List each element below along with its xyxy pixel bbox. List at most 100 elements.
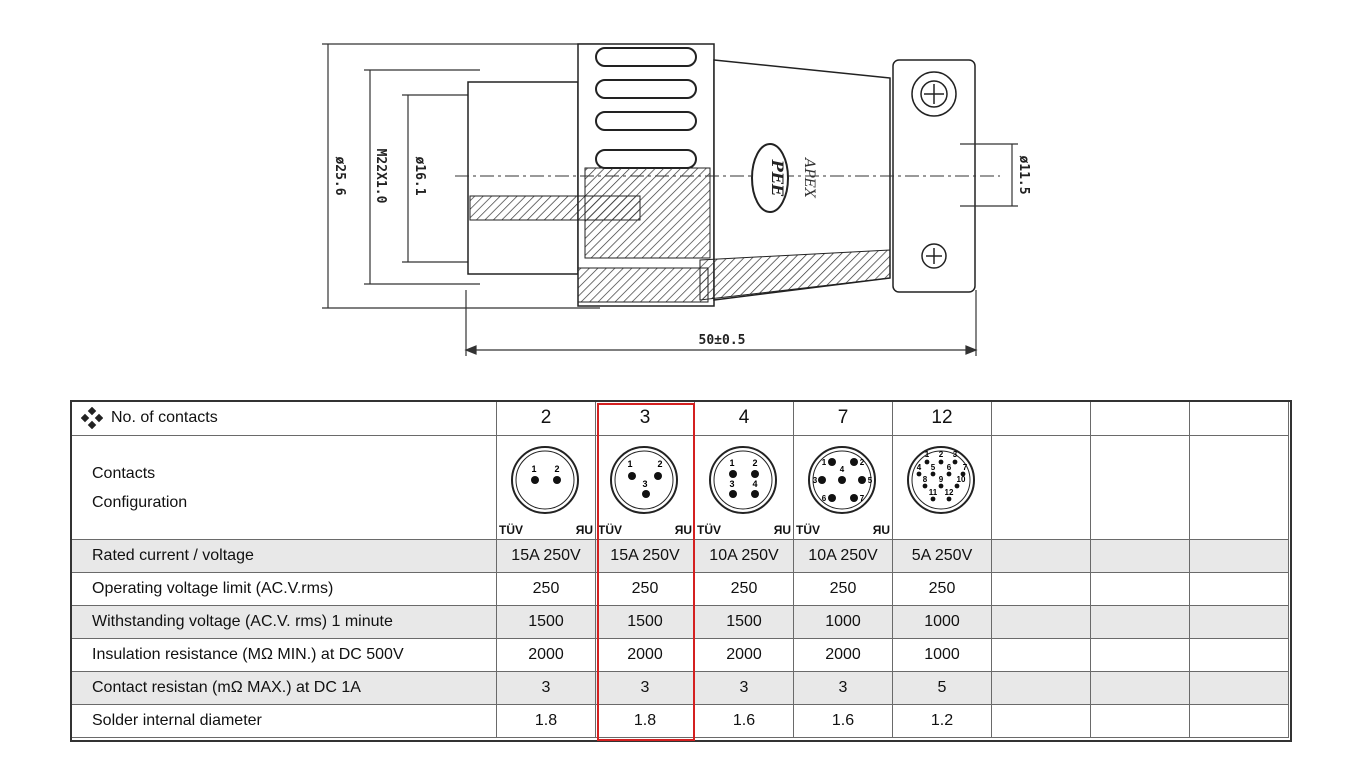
table-row: Withstanding voltage (AC.V. rms) 1 minut…: [70, 605, 1289, 639]
table-cell: 2000: [793, 638, 893, 672]
column-header: 4: [694, 400, 794, 436]
svg-text:4: 4: [840, 465, 845, 474]
dim-outer-diameter: ø25.6: [332, 156, 347, 195]
row-label: Withstanding voltage (AC.V. rms) 1 minut…: [70, 605, 497, 639]
hatched-thread-section: [577, 267, 709, 303]
cable-dimension: [960, 143, 1018, 207]
pin-layout-12-diagram: 1 2 3 4 5 6 7 8 9 10 11 12: [907, 446, 975, 514]
table-cell: [991, 605, 1091, 639]
row-label: Operating voltage limit (AC.V.rms): [70, 572, 497, 606]
table-cell: 3: [496, 671, 596, 705]
inner-diameter-dimension: [402, 94, 470, 263]
column-header: 7: [793, 400, 893, 436]
table-cell: 10A 250V: [793, 539, 893, 573]
svg-text:5: 5: [868, 476, 873, 485]
table-cell: 2000: [496, 638, 596, 672]
svg-text:7: 7: [860, 494, 865, 503]
table-cell: [991, 671, 1091, 705]
ul-mark: ЯU: [872, 523, 890, 537]
svg-text:6: 6: [822, 494, 827, 503]
column-header: [1189, 400, 1289, 436]
config-cell-empty: [991, 435, 1091, 540]
contact-pins: [595, 47, 697, 169]
table-cell: 3: [595, 671, 695, 705]
table-cell: 1.8: [496, 704, 596, 738]
table-cell: 10A 250V: [694, 539, 794, 573]
ul-mark: ЯU: [773, 523, 791, 537]
svg-text:11: 11: [929, 488, 938, 497]
svg-text:8: 8: [923, 475, 928, 484]
svg-text:2: 2: [860, 458, 865, 467]
tuv-mark: TÜV: [598, 523, 622, 537]
certification-marks: TÜV ЯU: [794, 523, 892, 537]
row-label: Insulation resistance (MΩ MIN.) at DC 50…: [70, 638, 497, 672]
config-label-line2: Configuration: [92, 493, 188, 511]
table-cell: 1.2: [892, 704, 992, 738]
column-header: 2: [496, 400, 596, 436]
screw-icon: [911, 71, 957, 117]
dim-length: 50±0.5: [699, 333, 746, 348]
table-cell: [1189, 572, 1289, 606]
table-cell: [1090, 704, 1190, 738]
svg-text:6: 6: [947, 463, 952, 472]
pin-layout-4-diagram: 1 2 3 4: [709, 446, 777, 514]
table-cell: [1189, 638, 1289, 672]
svg-text:2: 2: [657, 459, 662, 469]
table-cell: 1.6: [694, 704, 794, 738]
outer-diameter-dimension: [322, 43, 600, 309]
svg-text:9: 9: [939, 475, 944, 484]
svg-text:4: 4: [917, 463, 922, 472]
svg-text:3: 3: [642, 479, 647, 489]
table-cell: [1090, 605, 1190, 639]
column-header: 12: [892, 400, 992, 436]
table-cell: [991, 638, 1091, 672]
config-label-cell: Contacts Configuration: [70, 435, 497, 540]
table-cell: [991, 539, 1091, 573]
svg-text:12: 12: [945, 488, 954, 497]
table-cell: 1000: [793, 605, 893, 639]
dim-inner-diameter: ø16.1: [412, 156, 427, 195]
svg-text:10: 10: [957, 475, 966, 484]
pin-layout-2-diagram: 1 2: [511, 446, 579, 514]
table-cell: [1189, 539, 1289, 573]
table-cell: [1189, 704, 1289, 738]
svg-text:3: 3: [729, 479, 734, 489]
svg-text:2: 2: [939, 450, 944, 459]
svg-text:2: 2: [554, 464, 559, 474]
column-header: 3: [595, 400, 695, 436]
config-cell-empty: [1090, 435, 1190, 540]
svg-text:1: 1: [531, 464, 536, 474]
table-row: Insulation resistance (MΩ MIN.) at DC 50…: [70, 638, 1289, 672]
connector-technical-drawing: ø25.6 M22X1.0 ø16.1 PEE APEX: [322, 43, 1031, 356]
table-cell: 1500: [496, 605, 596, 639]
table-cell: 15A 250V: [595, 539, 695, 573]
table-cell: [991, 572, 1091, 606]
table-cell: 5: [892, 671, 992, 705]
brand-text: APEX: [801, 156, 817, 199]
table-cell: [991, 704, 1091, 738]
brand-logo: PEE: [751, 143, 789, 213]
column-header: [991, 400, 1091, 436]
table-cell: [1189, 671, 1289, 705]
tuv-mark: TÜV: [796, 523, 820, 537]
table-cell: 1000: [892, 605, 992, 639]
table-cell: 5A 250V: [892, 539, 992, 573]
svg-text:7: 7: [963, 463, 968, 472]
table-cell: 250: [496, 572, 596, 606]
hatched-insert-section: [584, 167, 711, 259]
ul-mark: ЯU: [674, 523, 692, 537]
pin-layout-7-diagram: 1 2 3 4 5 6 7: [808, 446, 876, 514]
table-cell: 1.6: [793, 704, 893, 738]
table-cell: 2000: [694, 638, 794, 672]
table-cell: 250: [595, 572, 695, 606]
svg-text:PEE: PEE: [768, 159, 787, 197]
ul-mark: ЯU: [575, 523, 593, 537]
svg-text:4: 4: [752, 479, 757, 489]
table-cell: 1000: [892, 638, 992, 672]
svg-text:1: 1: [729, 458, 734, 468]
